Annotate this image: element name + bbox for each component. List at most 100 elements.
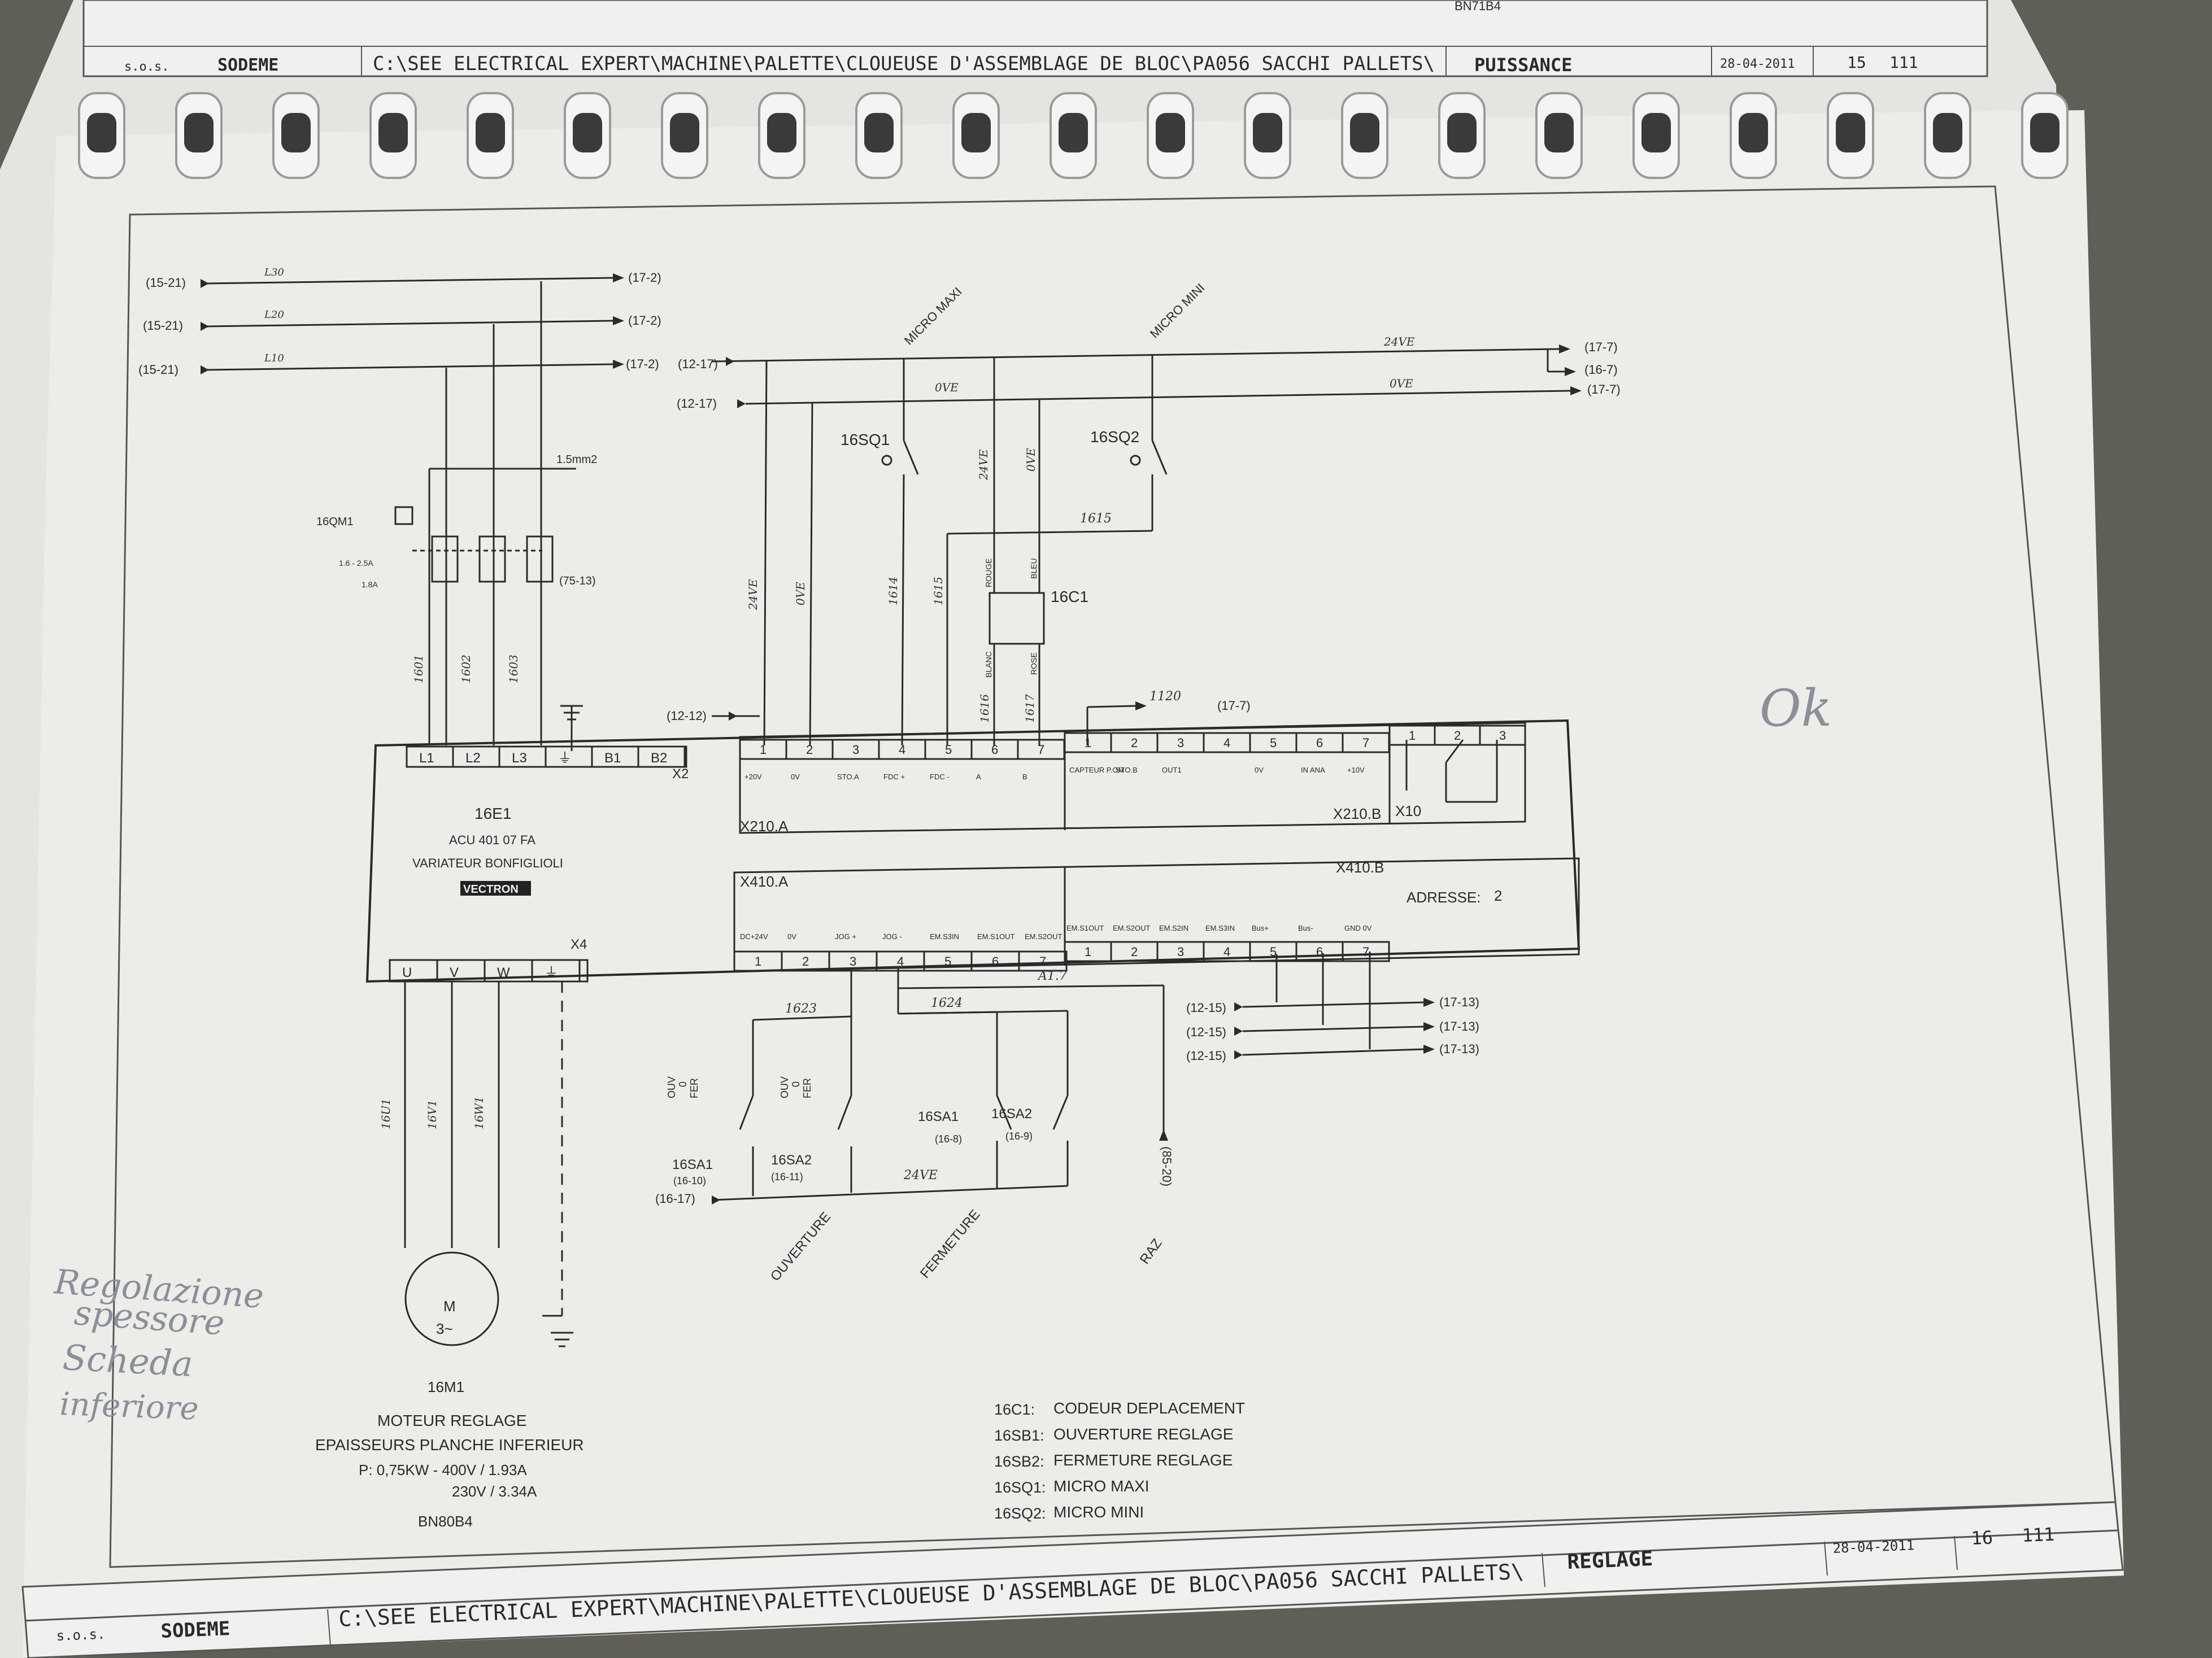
- label-x210a: X210.A: [740, 818, 789, 835]
- x410a-signal: 0V: [787, 932, 796, 941]
- x410b-number: 6: [1316, 945, 1323, 959]
- x410a-number: 7: [1039, 954, 1046, 968]
- label-drive-desc: VARIATEUR BONFIGLIOLI: [412, 856, 563, 870]
- binding-ring: [1438, 92, 1486, 179]
- sa2-ouv: OUV: [779, 1076, 790, 1098]
- ref-16-7: (16-7): [1584, 363, 1618, 377]
- label-drive-model: ACU 401 07 FA: [449, 833, 535, 847]
- wire-1624: 1624: [931, 996, 963, 1010]
- motor-desc-1: MOTEUR REGLAGE: [377, 1412, 526, 1429]
- wire-1603: 1603: [507, 655, 520, 683]
- x210a-signal: B: [1022, 773, 1027, 781]
- x410b-signal: Bus+: [1252, 924, 1269, 932]
- label-x210b: X210.B: [1333, 805, 1381, 822]
- wire-blanc: BLANC: [984, 651, 993, 678]
- output-terminal-label: U: [402, 965, 412, 980]
- arrows: [201, 273, 1582, 721]
- label-x10: X10: [1395, 802, 1421, 819]
- wire-rouge: ROUGE: [984, 559, 993, 587]
- breaker-16qm1: [394, 506, 554, 583]
- prev-date: 28-04-2011: [1720, 57, 1795, 71]
- ref-12-15-a: (12-15): [1186, 1001, 1226, 1015]
- ref-17-2-a: (17-2): [628, 270, 661, 285]
- motor-type: BN80B4: [418, 1513, 473, 1530]
- x210a-number: 1: [760, 743, 767, 757]
- x210a-signal: FDC -: [930, 773, 950, 781]
- vectron-badge: [460, 881, 531, 896]
- label-x2: X2: [672, 766, 689, 782]
- sa1-zero: 0: [677, 1081, 689, 1087]
- binding-ring: [758, 92, 805, 179]
- x210b-number: 5: [1270, 736, 1277, 750]
- ref-15-21-a: (15-21): [146, 276, 186, 290]
- power-terminal-label: B1: [604, 751, 621, 766]
- company-small: s.o.s.: [56, 1626, 106, 1644]
- output-terminal-label: W: [497, 965, 510, 980]
- label-16sa1-a: 16SA1: [672, 1157, 713, 1172]
- x410b-signal: GND 0V: [1344, 924, 1372, 932]
- x410a-signal: EM.S2OUT: [1025, 932, 1063, 941]
- prev-page-total: 111: [1889, 53, 1918, 72]
- label-x410b: X410.B: [1336, 859, 1384, 876]
- ref-16-9: (16-9): [1005, 1131, 1033, 1142]
- x210a-number: 3: [852, 743, 859, 757]
- wire-1617: 1617: [1023, 694, 1037, 723]
- binding-ring: [1147, 92, 1194, 179]
- x10-cell: [1479, 725, 1526, 746]
- x210a-signal: +20V: [744, 773, 762, 781]
- x210b-number: 7: [1362, 736, 1369, 750]
- x210b-signal: 0V: [1255, 766, 1264, 774]
- x210a-number: 7: [1038, 743, 1044, 757]
- wire-l10: L10: [264, 352, 284, 364]
- wire-rose: ROSE: [1029, 652, 1038, 675]
- binding-ring: [1050, 92, 1097, 179]
- binding-ring: [1244, 92, 1291, 179]
- ref-16-11: (16-11): [771, 1171, 803, 1183]
- x410a-signal: EM.S1OUT: [977, 932, 1015, 941]
- label-x4: X4: [571, 937, 587, 952]
- ref-12-15-c: (12-15): [1186, 1049, 1226, 1063]
- binding-rings: [78, 92, 2069, 179]
- x210b-signal: OUT1: [1162, 766, 1182, 774]
- x210a-signal: FDC +: [883, 773, 905, 781]
- wire-1616: 1616: [978, 694, 991, 723]
- ref-17-13-c: (17-13): [1439, 1042, 1479, 1056]
- ref-16-17: (16-17): [655, 1192, 695, 1206]
- ref-16-8: (16-8): [935, 1133, 962, 1145]
- x410b-number: 2: [1131, 945, 1138, 959]
- label-16m1: 16M1: [428, 1378, 464, 1395]
- wire-0ve-a: 0VE: [935, 381, 959, 394]
- label-16sq2: 16SQ2: [1090, 428, 1139, 446]
- wire-a1-7: A1.7: [1037, 969, 1067, 983]
- ref-17-7-c: (17-7): [1217, 699, 1251, 713]
- switch-contacts: [881, 440, 1168, 645]
- handwritten-note-4: inferiore: [59, 1386, 199, 1428]
- x410b-number: 4: [1223, 945, 1230, 959]
- prev-title-block: BN71B4 s.o.s. SODEME C:\SEE ELECTRICAL E…: [82, 0, 1988, 77]
- legend-text: MICRO MAXI: [1053, 1477, 1149, 1495]
- ref-17-13-b: (17-13): [1439, 1019, 1479, 1033]
- x410a-signal: EM.S3IN: [930, 932, 959, 941]
- label-x410a: X410.A: [740, 873, 789, 890]
- binding-ring: [1632, 92, 1680, 179]
- x10-number: 3: [1499, 728, 1506, 743]
- x210a-signal: A: [976, 773, 981, 781]
- prev-company-small: s.o.s.: [124, 60, 169, 74]
- x210a-number: 2: [806, 743, 813, 757]
- handwritten-ok: Ok: [1760, 679, 1832, 738]
- legend-code: 16SQ2:: [994, 1505, 1046, 1522]
- power-terminal-label: L3: [512, 751, 527, 766]
- wire-1614: 1614: [886, 577, 900, 605]
- label-16sa2-a: 16SA2: [771, 1153, 812, 1168]
- binding-ring: [661, 92, 708, 179]
- output-terminal-label: V: [450, 965, 459, 980]
- prev-section: PUISSANCE: [1474, 54, 1572, 76]
- x210b-signal: CAPTEUR P.OM: [1069, 766, 1124, 774]
- binding-ring: [272, 92, 320, 179]
- x210b-signal: IN ANA: [1301, 766, 1325, 774]
- ref-17-2-c: (17-2): [626, 357, 659, 371]
